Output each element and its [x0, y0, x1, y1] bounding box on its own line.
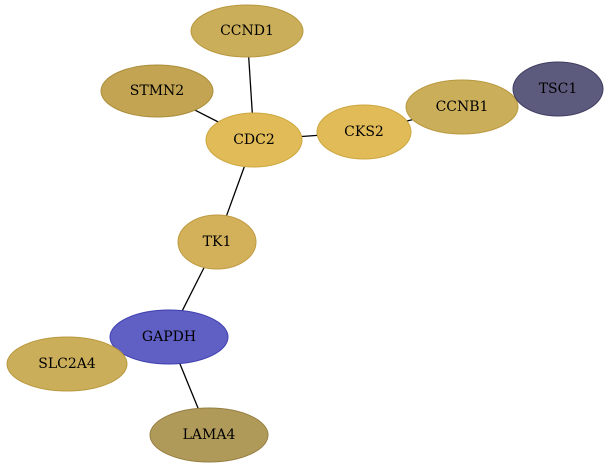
node-label-gapdh: GAPDH	[142, 329, 196, 345]
node-lama4[interactable]: LAMA4	[149, 407, 269, 463]
node-gapdh[interactable]: GAPDH	[109, 309, 229, 365]
node-shape-cdc2[interactable]	[205, 112, 303, 168]
node-label-ccnd1: CCND1	[220, 23, 274, 39]
node-ccnd1[interactable]: CCND1	[190, 4, 304, 58]
edge-cks2-ccnb1	[406, 118, 413, 122]
node-shape-stmn2[interactable]	[100, 64, 214, 118]
node-label-ccnb1: CCNB1	[436, 99, 489, 115]
node-shape-lama4[interactable]	[149, 407, 269, 463]
node-tk1[interactable]: TK1	[177, 214, 257, 270]
edge-gapdh-lama4	[179, 363, 199, 409]
node-label-tk1: TK1	[203, 234, 232, 250]
edge-ccnd1-cdc2	[248, 56, 253, 114]
node-cdc2[interactable]: CDC2	[205, 112, 303, 168]
node-label-cks2: CKS2	[344, 124, 384, 140]
edge-tk1-gapdh	[181, 267, 205, 311]
edge-stmn2-cdc2	[194, 109, 219, 123]
node-shape-tsc1[interactable]	[512, 61, 604, 117]
node-shape-gapdh[interactable]	[109, 309, 229, 365]
node-shape-slc2a4[interactable]	[6, 336, 128, 392]
node-ccnb1[interactable]: CCNB1	[405, 79, 519, 135]
node-label-cdc2: CDC2	[233, 132, 275, 148]
node-shape-ccnb1[interactable]	[405, 79, 519, 135]
node-label-slc2a4: SLC2A4	[38, 356, 96, 372]
node-slc2a4[interactable]: SLC2A4	[6, 336, 128, 392]
node-cks2[interactable]: CKS2	[316, 104, 412, 160]
node-shape-cks2[interactable]	[316, 104, 412, 160]
node-label-stmn2: STMN2	[130, 83, 184, 99]
node-label-tsc1: TSC1	[539, 81, 578, 97]
node-shape-ccnd1[interactable]	[190, 4, 304, 58]
edge-layer	[117, 56, 516, 409]
node-stmn2[interactable]: STMN2	[100, 64, 214, 118]
node-tsc1[interactable]: TSC1	[512, 61, 604, 117]
node-shape-tk1[interactable]	[177, 214, 257, 270]
edge-cdc2-cks2	[301, 134, 318, 138]
node-label-lama4: LAMA4	[183, 427, 236, 443]
edge-cdc2-tk1	[225, 166, 246, 217]
